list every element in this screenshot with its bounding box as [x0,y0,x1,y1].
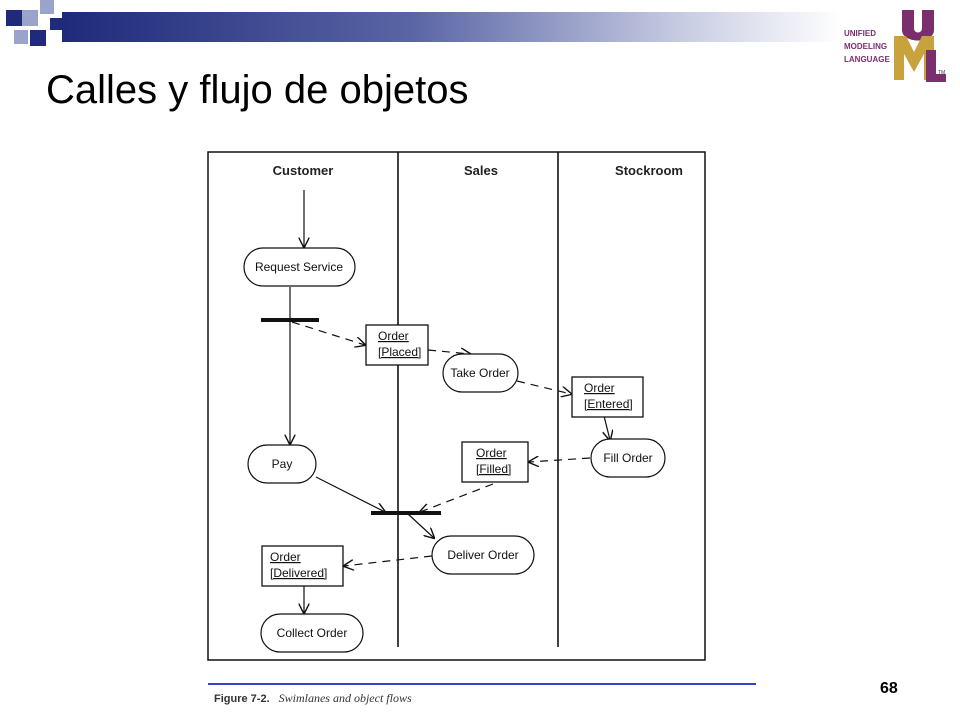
object-name: Order [476,446,507,460]
objflow-placed-to-take [427,350,470,354]
objflow-deliver-to-delivered [344,555,433,566]
object-name: Order [378,329,409,343]
corner-square-light-1 [22,10,38,26]
corner-square-navy-2 [30,30,46,46]
figure-caption-text: Swimlanes and object flows [278,691,412,705]
object-name: Order [270,550,301,564]
activity-request-service: Request Service [243,247,356,287]
lane-sales: Sales [464,163,498,178]
flow-entered-to-fill [604,415,610,440]
logo-u-shape [902,10,934,41]
fork-bar [261,318,319,322]
page-title: Calles y flujo de objetos [46,68,469,112]
logo-l-shape [926,50,946,82]
corner-square-navy-1 [6,10,22,26]
object-order-entered: Order [Entered] [571,376,644,418]
object-name: Order [584,381,615,395]
logo-trademark: TM [938,70,945,76]
activity-label: Request Service [255,260,343,274]
logo-line-unified: UNIFIED [844,29,876,38]
page-number: 68 [880,680,898,697]
object-state: [Filled] [476,462,511,476]
header-gradient-bar [62,12,842,42]
uml-logo: UNIFIED MODELING LANGUAGE TM [840,6,948,88]
flow-join-to-deliver [407,513,434,538]
object-state: [Entered] [584,397,633,411]
object-order-delivered: Order [Delivered] [261,545,344,587]
join-bar [371,511,441,515]
activity-label: Deliver Order [447,548,518,562]
lane-stockroom: Stockroom [615,163,683,178]
logo-line-modeling: MODELING [844,42,887,51]
logo-line-language: LANGUAGE [844,55,890,64]
figure-caption-label: Figure 7-2. [214,693,270,705]
object-state: [Placed] [378,345,421,359]
activity-label: Take Order [450,366,509,380]
activity-take-order: Take Order [442,353,519,393]
logo-m-shape [894,36,934,80]
corner-square-light-2 [40,0,54,14]
object-order-placed: Order [Placed] [365,324,429,366]
activity-label: Collect Order [277,626,348,640]
object-state: [Delivered] [270,566,327,580]
activity-label: Pay [272,457,293,471]
object-order-filled: Order [Filled] [461,441,529,483]
activity-fill-order: Fill Order [590,438,666,478]
corner-square-light-3 [14,30,28,44]
caption-rule [208,683,756,685]
lane-customer: Customer [273,163,334,178]
corner-square-navy-3 [50,18,62,30]
activity-collect-order: Collect Order [260,613,364,653]
activity-label: Fill Order [603,451,652,465]
activity-pay: Pay [247,444,317,484]
activity-deliver-order: Deliver Order [431,535,535,575]
objflow-fill-to-filled [529,458,591,462]
flow-pay-to-join [315,476,385,512]
objflow-fork-to-placed [291,321,365,345]
figure-caption: Figure 7-2. Swimlanes and object flows [214,691,412,706]
objflow-take-to-entered [516,380,571,394]
